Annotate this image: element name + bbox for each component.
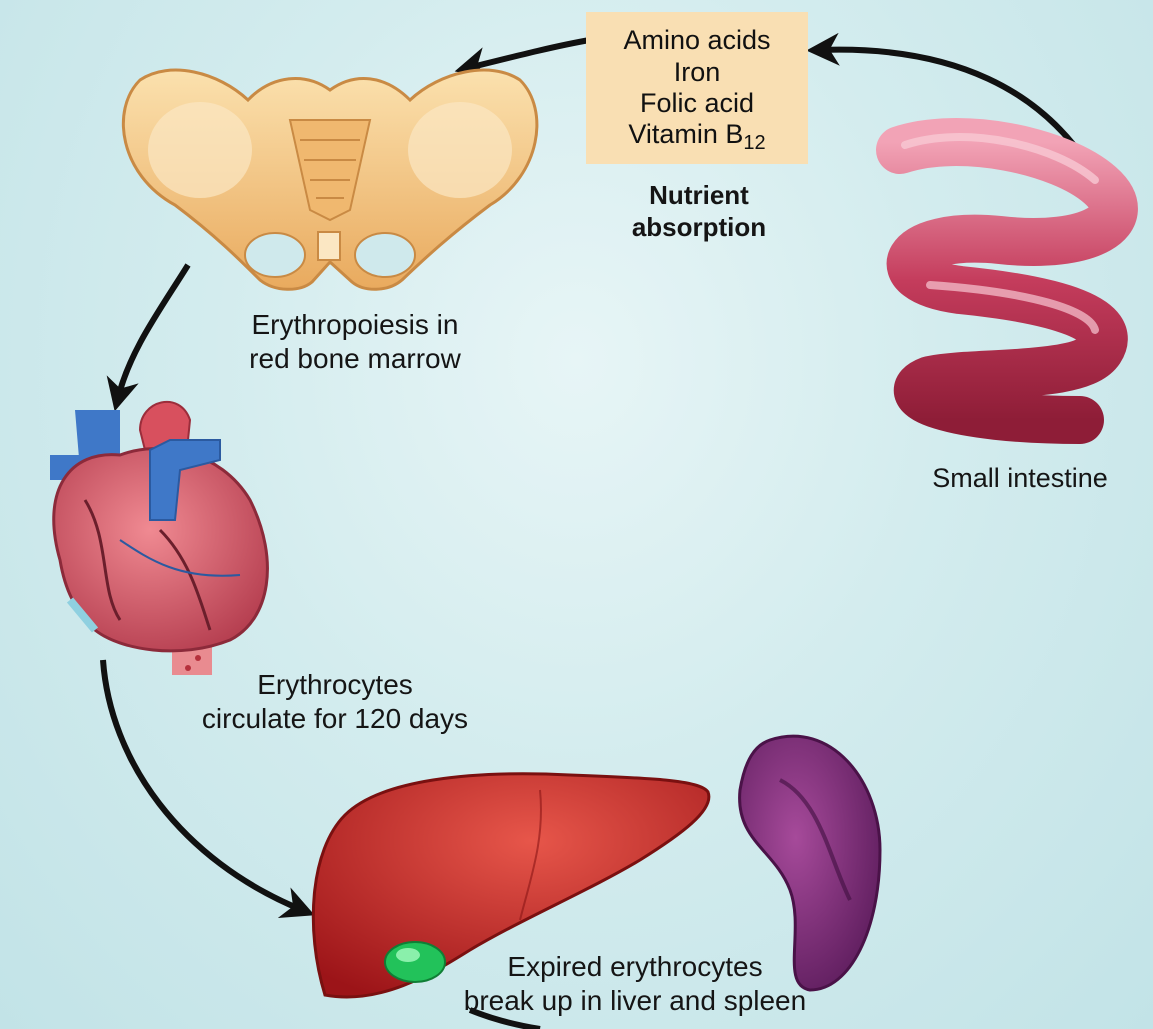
erythropoiesis-line-2: red bone marrow (205, 342, 505, 376)
erythropoiesis-line-1: Erythropoiesis in (205, 308, 505, 342)
erythrocytes-line-1: Erythrocytes (175, 668, 495, 702)
nutrient-absorption-line-2: absorption (590, 212, 808, 244)
nutrient-vitamin-b12: Vitamin B12 (628, 119, 765, 150)
arrow-nutrients-to-marrow (468, 40, 590, 68)
small-intestine-caption: Small intestine (895, 462, 1145, 495)
nutrient-folic-acid: Folic acid (640, 88, 754, 119)
nutrient-iron: Iron (674, 57, 721, 88)
erythrocytes-line-2: circulate for 120 days (175, 702, 495, 736)
expired-erythrocytes-caption: Expired erythrocytes break up in liver a… (400, 950, 870, 1018)
nutrient-amino-acids: Amino acids (623, 25, 770, 56)
vitamin-b12-subscript: 12 (743, 132, 765, 154)
expired-line-1: Expired erythrocytes (400, 950, 870, 984)
expired-line-2: break up in liver and spleen (400, 984, 870, 1018)
small-intestine-illustration (900, 137, 1114, 420)
nutrient-absorption-caption: Nutrient absorption (590, 180, 808, 243)
vitamin-b12-base: Vitamin B (628, 119, 743, 149)
nutrient-absorption-line-1: Nutrient (590, 180, 808, 212)
heart-illustration (50, 402, 267, 675)
erythrocytes-caption: Erythrocytes circulate for 120 days (175, 668, 495, 736)
arrow-marrow-to-heart (118, 265, 188, 398)
erythropoiesis-caption: Erythropoiesis in red bone marrow (205, 308, 505, 376)
nutrient-list-box: Amino acids Iron Folic acid Vitamin B12 (586, 12, 808, 164)
pelvis-bone-illustration (123, 70, 536, 289)
